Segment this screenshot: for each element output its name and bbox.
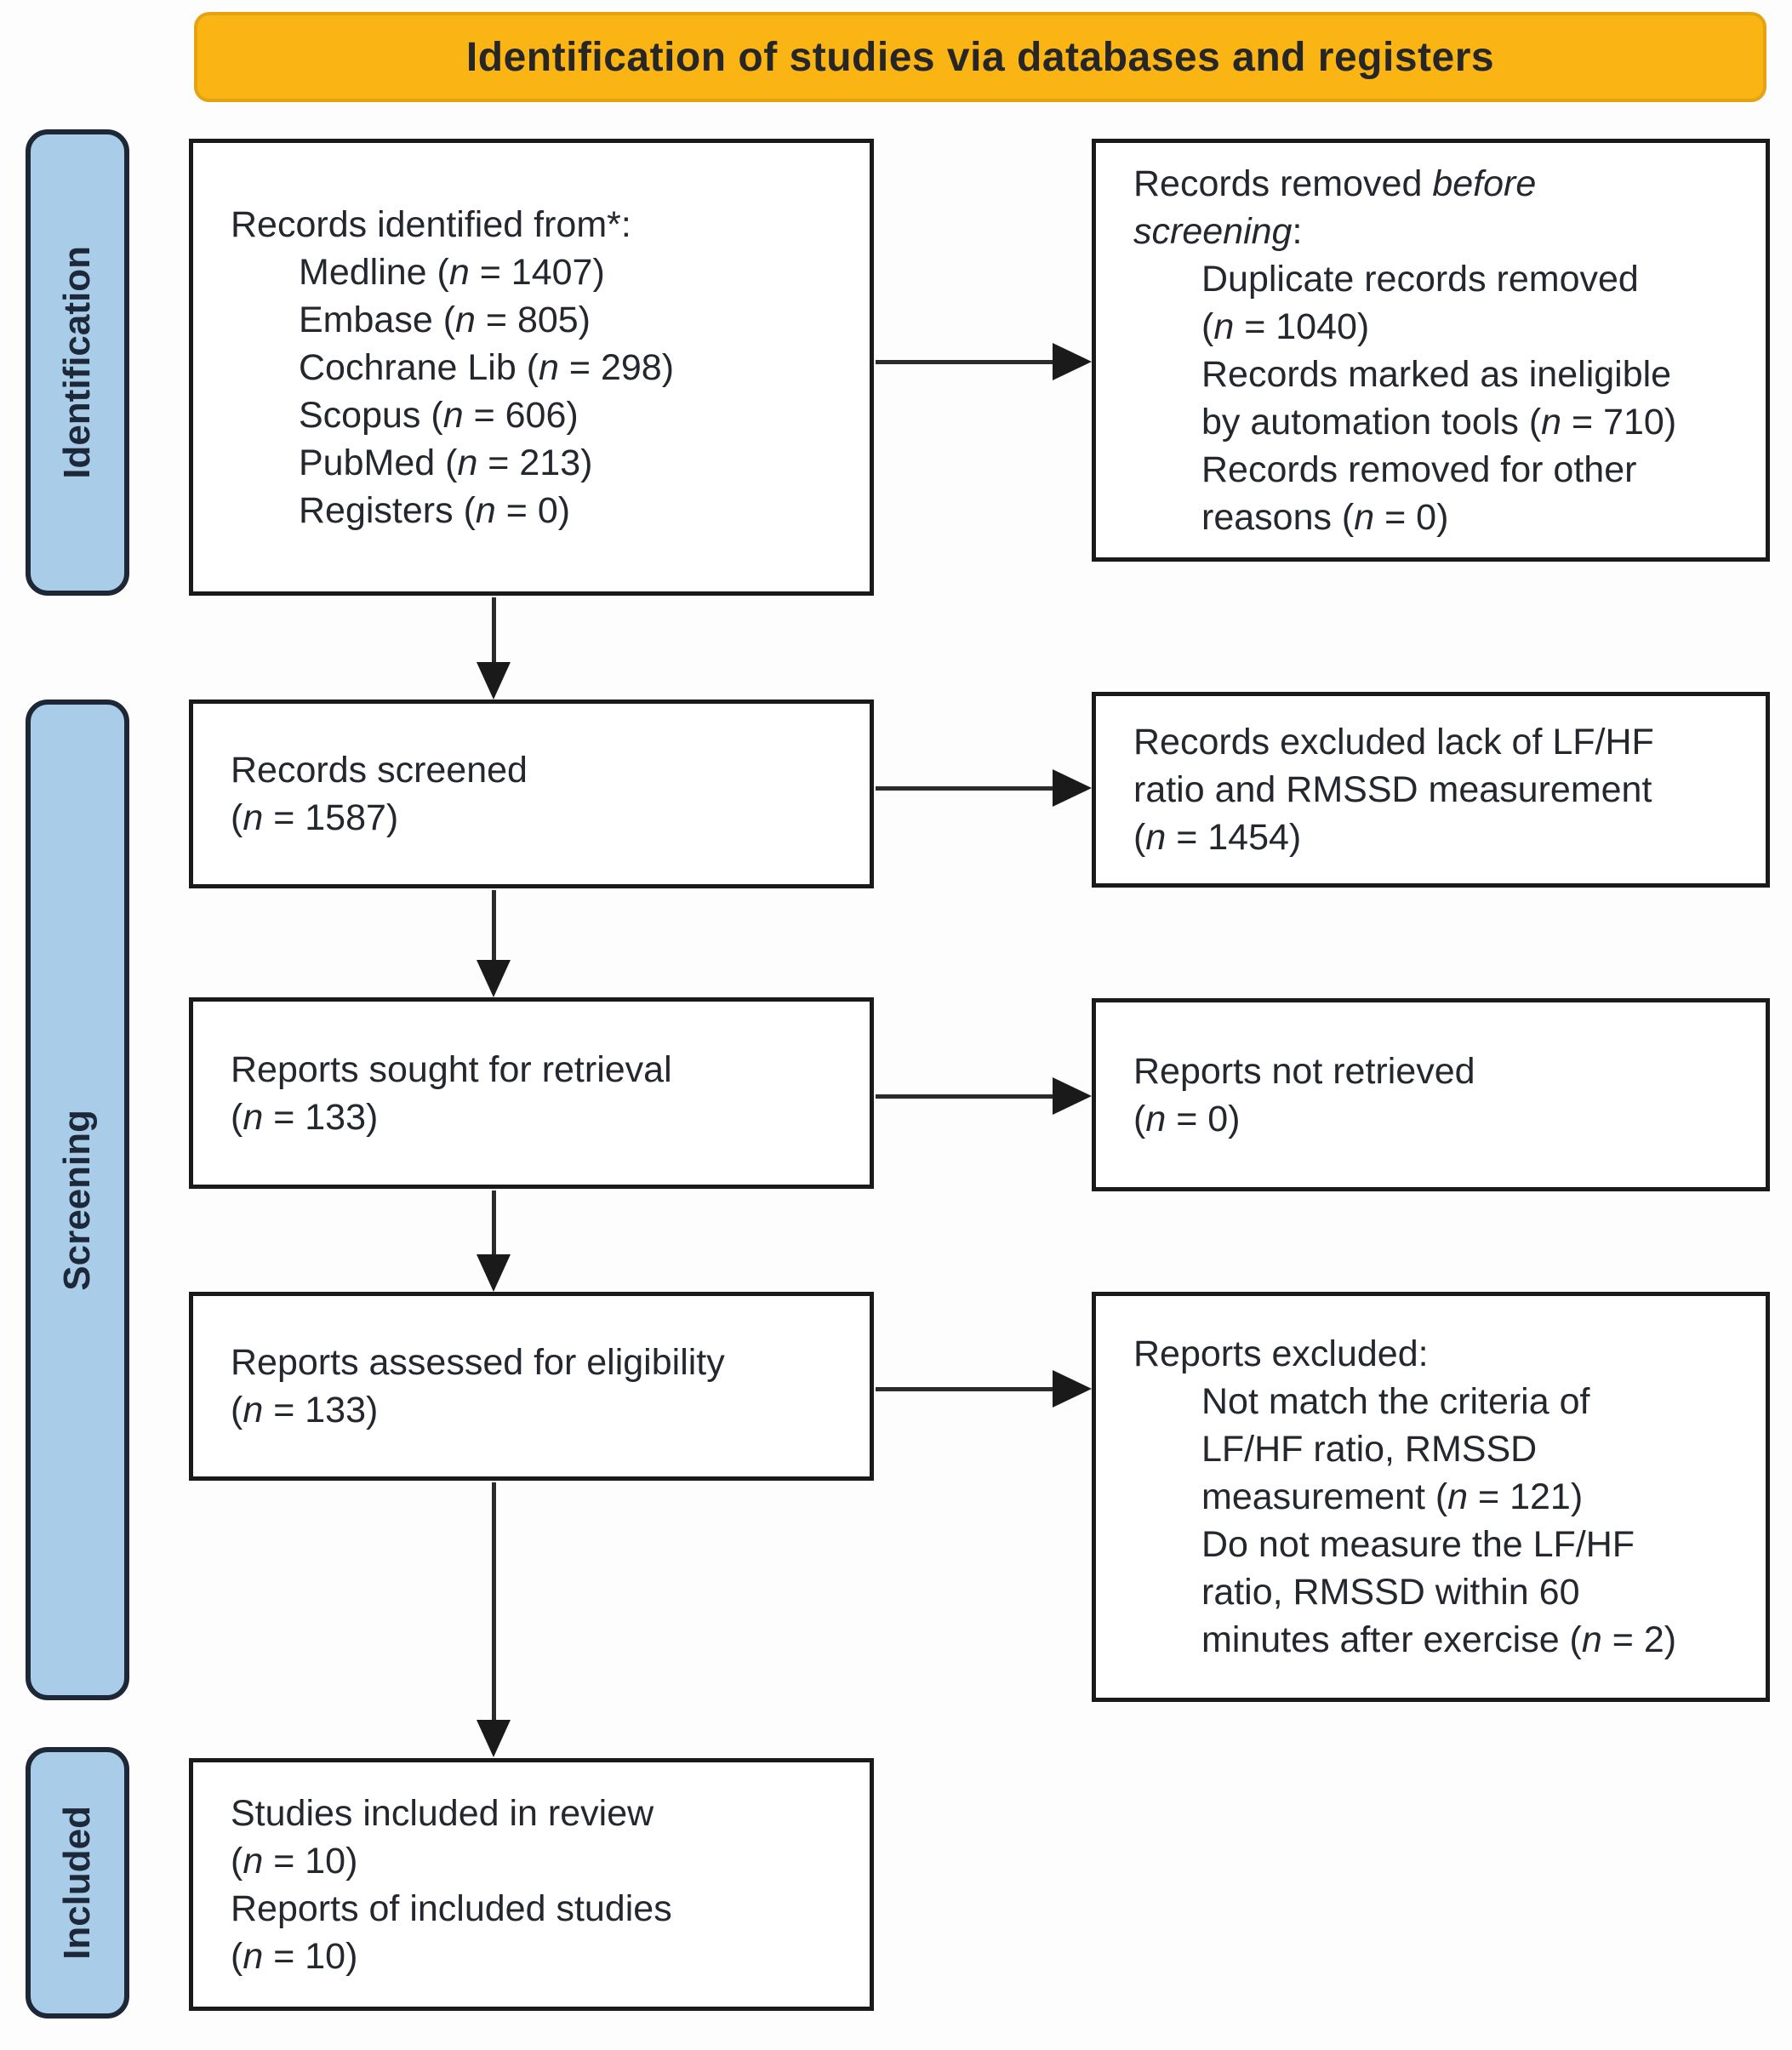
stage-label-included: Included xyxy=(56,1806,98,1960)
banner-title: Identification of studies via databases … xyxy=(465,34,1495,80)
box-text-line: Records screened xyxy=(231,750,528,791)
box-text-line: (n = 1454) xyxy=(1133,817,1302,858)
stage-label-screening: Screening xyxy=(56,1109,98,1291)
box-text-line: Studies included in review xyxy=(231,1792,654,1834)
box-text-line: ratio, RMSSD within 60 xyxy=(1201,1572,1580,1613)
box-records-screened: Records screened (n = 1587) xyxy=(189,700,874,888)
box-text-line: (n = 10) xyxy=(231,1935,358,1977)
box-reports-excluded: Reports excluded: Not match the criteria … xyxy=(1092,1292,1770,1702)
box-text-line: Reports of included studies xyxy=(231,1887,672,1929)
box-text-line: Reports sought for retrieval xyxy=(231,1048,672,1090)
box-text-line: Records removed before xyxy=(1133,163,1537,204)
box-reports-assessed: Reports assessed for eligibility (n = 133… xyxy=(189,1292,874,1481)
box-text-line: reasons (n = 0) xyxy=(1201,496,1449,538)
box-text-line: minutes after exercise (n = 2) xyxy=(1201,1619,1677,1660)
stage-bar-identification: Identification xyxy=(26,129,129,596)
box-text-line: LF/HF ratio, RMSSD xyxy=(1201,1429,1538,1470)
box-text-line: Records marked as ineligible xyxy=(1201,353,1672,395)
box-reports-sought: Reports sought for retrieval (n = 133) xyxy=(189,997,874,1189)
box-text-line: PubMed (n = 213) xyxy=(299,442,593,483)
banner: Identification of studies via databases … xyxy=(194,12,1766,102)
box-text-line: (n = 133) xyxy=(231,1096,379,1138)
box-text-line: screening: xyxy=(1133,210,1303,252)
box-text-line: ratio and RMSSD measurement xyxy=(1133,769,1652,810)
box-reports-not-retrieved: Reports not retrieved (n = 0) xyxy=(1092,998,1770,1191)
box-text-line: (n = 133) xyxy=(231,1390,379,1430)
box-text-line: Cochrane Lib (n = 298) xyxy=(299,346,675,388)
box-text-line: Records identified from*: xyxy=(231,203,631,245)
box-text-line: Records excluded lack of LF/HF xyxy=(1133,722,1654,762)
box-text-line: Do not measure the LF/HF xyxy=(1201,1524,1635,1565)
box-text-line: Scopus (n = 606) xyxy=(299,394,579,436)
box-text-line: Not match the criteria of xyxy=(1201,1381,1590,1422)
stage-label-identification: Identification xyxy=(56,246,98,479)
box-text-line: by automation tools (n = 710) xyxy=(1201,401,1677,443)
box-text-line: (n = 1587) xyxy=(231,797,399,838)
box-text-line: measurement (n = 121) xyxy=(1201,1476,1584,1517)
box-text-line: (n = 0) xyxy=(1133,1098,1241,1139)
box-text-line: Reports excluded: xyxy=(1133,1333,1429,1374)
box-text-line: Registers (n = 0) xyxy=(299,489,571,531)
box-records-identified: Records identified from*: Medline (n = 14… xyxy=(189,139,874,596)
box-text-line: Reports assessed for eligibility xyxy=(231,1342,725,1383)
stage-bar-included: Included xyxy=(26,1747,129,2019)
box-text-line: (n = 1040) xyxy=(1201,306,1370,347)
box-text-line: Duplicate records removed xyxy=(1201,258,1639,300)
box-records-removed: Records removed before screening: Duplicat… xyxy=(1092,139,1770,562)
box-studies-included: Studies included in review (n = 10) Report… xyxy=(189,1758,874,2011)
box-text-line: Reports not retrieved xyxy=(1133,1050,1475,1092)
box-text-line: (n = 10) xyxy=(231,1840,358,1882)
box-text-line: Embase (n = 805) xyxy=(299,299,591,340)
stage-bar-screening: Screening xyxy=(26,700,129,1700)
box-records-excluded: Records excluded lack of LF/HF ratio and … xyxy=(1092,692,1770,888)
box-text-line: Medline (n = 1407) xyxy=(299,251,605,293)
box-text-line: Records removed for other xyxy=(1201,448,1637,490)
